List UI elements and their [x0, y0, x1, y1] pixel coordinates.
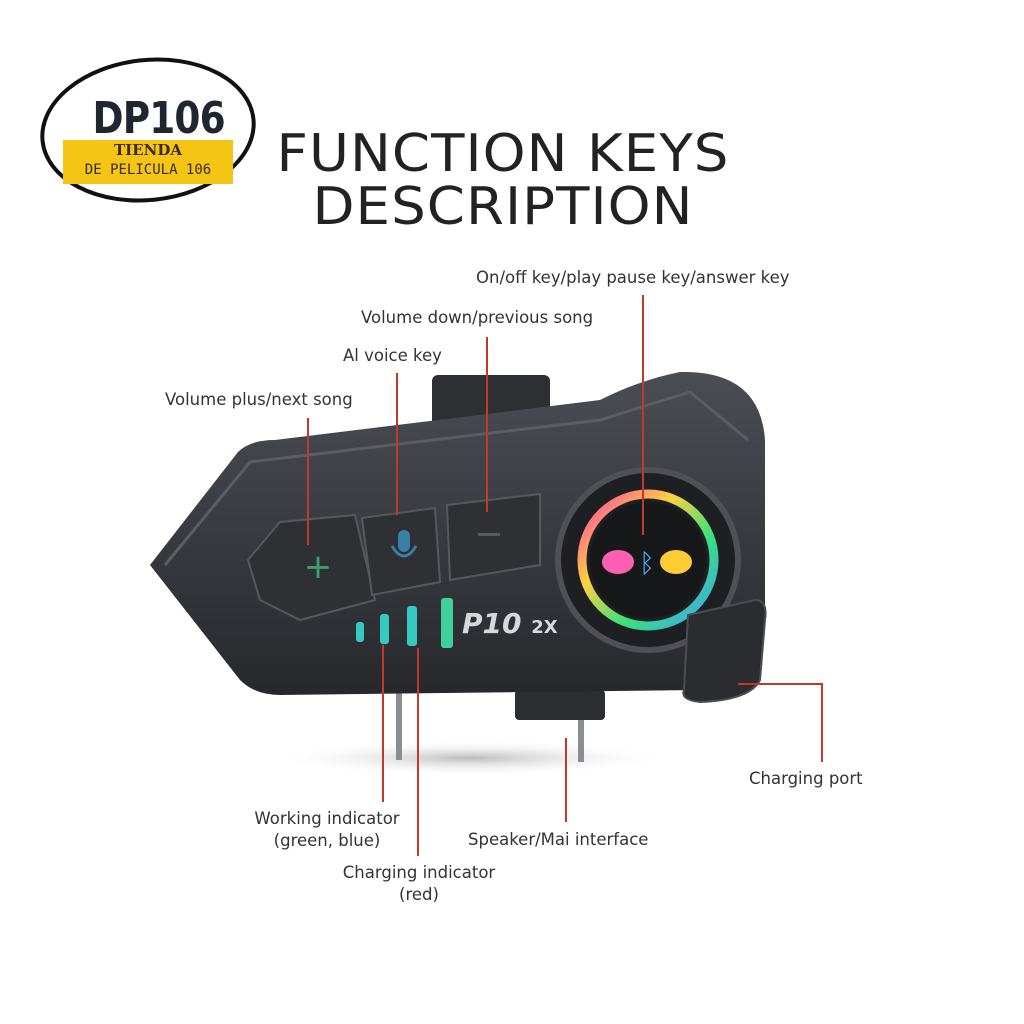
- label-volume-plus: Volume plus/next song: [165, 390, 353, 409]
- logo-line2: DE PELICULA 106: [84, 162, 212, 178]
- helmet-icon-right: [660, 550, 692, 574]
- label-working-indicator: Working indicator(green, blue): [254, 809, 400, 850]
- indicator-bar: [380, 614, 389, 644]
- logo-band: [63, 140, 233, 184]
- indicator-bar: [356, 622, 364, 642]
- brand-logo: P10 2X: [462, 607, 558, 640]
- speaker-connector: [515, 690, 605, 720]
- label-charging-port: Charging port: [749, 769, 863, 788]
- bluetooth-icon: ᛒ: [639, 549, 655, 579]
- logo-text: DP106: [92, 93, 226, 144]
- label-charging-indicator: Charging indicator(red): [342, 863, 496, 904]
- mic-icon: [398, 530, 410, 552]
- ai-voice-button: [360, 506, 442, 597]
- label-power-key: On/off key/play pause key/answer key: [476, 268, 790, 287]
- title-line1: FUNCTION KEYS: [276, 124, 730, 184]
- plus-icon: +: [304, 547, 333, 587]
- leader-lines: [307, 295, 823, 856]
- minus-icon: [478, 533, 500, 536]
- charging-port-cover: [682, 598, 767, 704]
- logo-ring: [40, 57, 256, 203]
- label-ai-voice: Al voice key: [343, 346, 442, 365]
- power-button: [590, 502, 706, 618]
- title-line2: DESCRIPTION: [312, 177, 694, 237]
- label-volume-down: Volume down/previous song: [361, 308, 594, 327]
- helmet-icon-left: [602, 550, 634, 574]
- device-shadow: [270, 740, 670, 776]
- indicator-bar: [441, 598, 453, 648]
- label-speaker-interface: Speaker/Mai interface: [468, 830, 649, 849]
- volume-plus-button: [246, 513, 377, 622]
- volume-down-button: [445, 492, 541, 582]
- logo-line1: TIENDA: [114, 141, 182, 159]
- indicator-bar: [407, 606, 417, 646]
